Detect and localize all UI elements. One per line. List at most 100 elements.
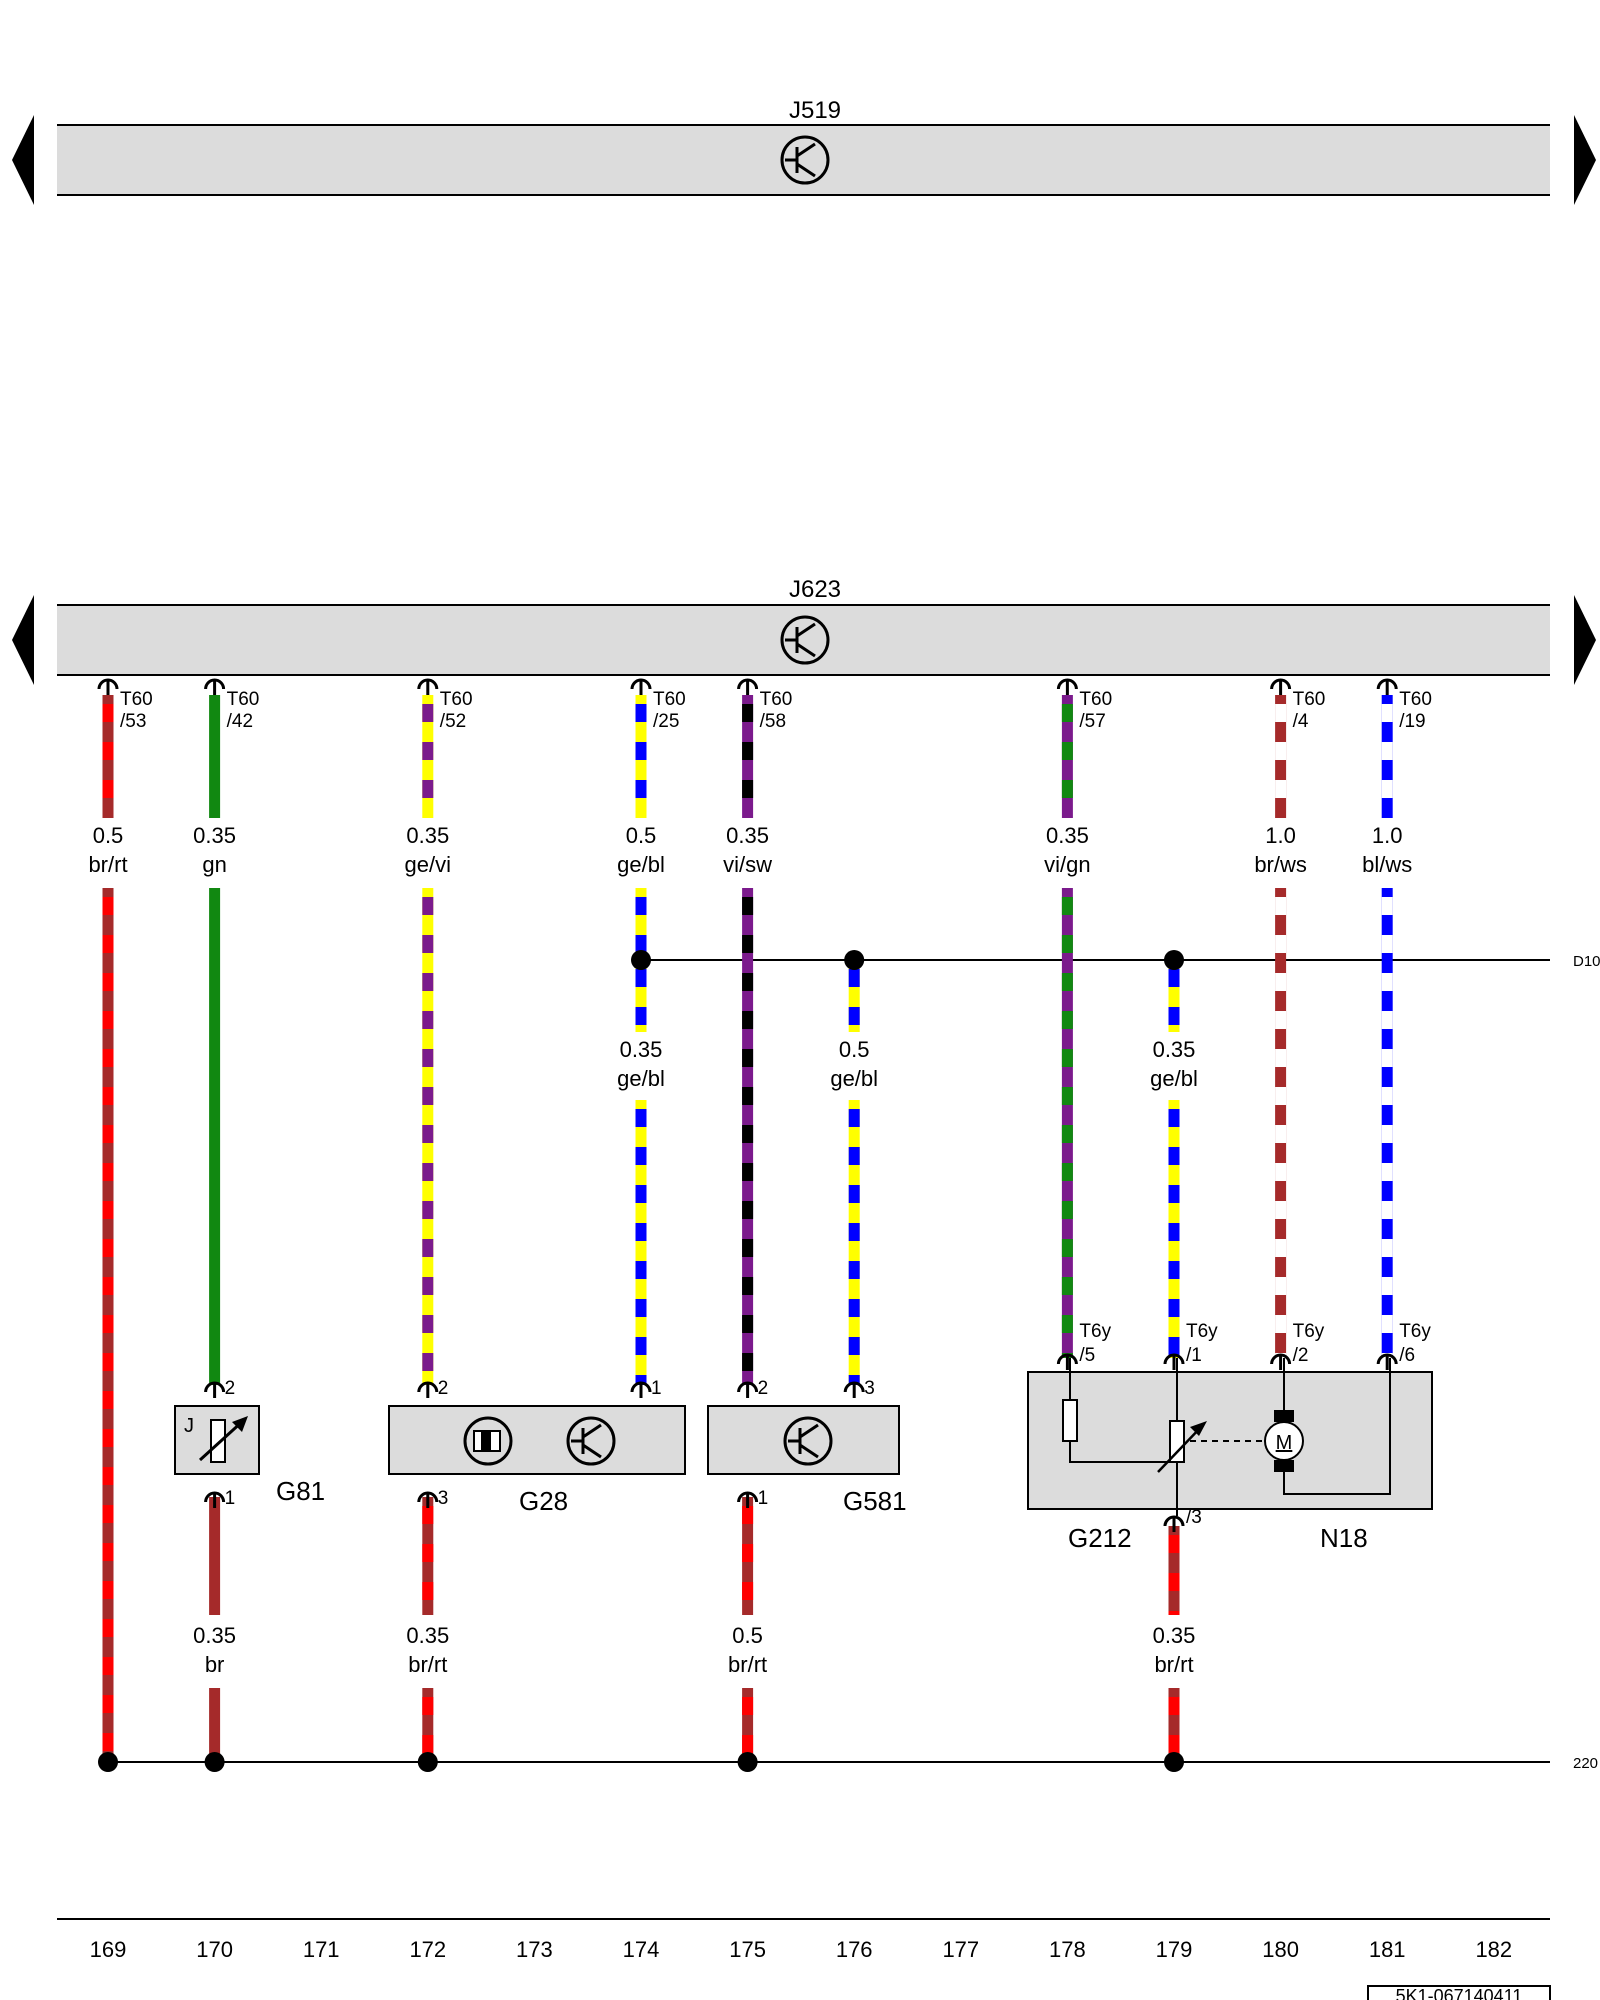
wire-size-label: 0.35 bbox=[726, 823, 769, 848]
ground-label-220: 220 bbox=[1573, 1755, 1598, 1772]
component-g581: G581 bbox=[707, 1405, 907, 1516]
connector-number: /4 bbox=[1293, 711, 1309, 732]
column-number: 175 bbox=[729, 1937, 766, 1962]
continuation-arrow-right bbox=[1574, 115, 1596, 205]
wire-color-label: br bbox=[205, 1652, 225, 1677]
wire-size-label: 0.35 bbox=[1153, 1037, 1196, 1062]
wire-size-label: 0.35 bbox=[193, 823, 236, 848]
transistor-symbol bbox=[566, 1416, 616, 1466]
wire-size-label: 1.0 bbox=[1265, 823, 1296, 848]
wire-color-label: ge/bl bbox=[830, 1066, 878, 1091]
wire-size-label: 0.5 bbox=[626, 823, 657, 848]
connector-number: /57 bbox=[1079, 711, 1105, 732]
hall-sensor-icon bbox=[463, 1416, 513, 1466]
t6y-number: /6 bbox=[1399, 1345, 1415, 1366]
junction-dot bbox=[844, 950, 865, 970]
wire-color-label: br/rt bbox=[728, 1652, 767, 1677]
wire-size-label: 0.35 bbox=[1153, 1623, 1196, 1648]
column-number: 182 bbox=[1475, 1937, 1512, 1962]
pin-label: 1 bbox=[225, 1488, 236, 1509]
column-number: 180 bbox=[1262, 1937, 1299, 1962]
transistor-symbol bbox=[780, 135, 830, 185]
connector-label: T60 bbox=[1079, 689, 1112, 710]
wire-size-label: 0.5 bbox=[93, 823, 124, 848]
connector-number: /58 bbox=[760, 711, 786, 732]
wire-color-label: br/ws bbox=[1254, 852, 1307, 877]
component-label-g81: G81 bbox=[276, 1476, 325, 1506]
wire-color-label: br/rt bbox=[408, 1652, 447, 1677]
junction-dot bbox=[98, 1752, 118, 1772]
module-j623: J623 bbox=[12, 576, 1596, 685]
wire-color-label: ge/bl bbox=[617, 1066, 665, 1091]
t6y-number: /3 bbox=[1186, 1507, 1202, 1528]
document-number: 5K1-067140411 bbox=[1367, 1985, 1551, 2000]
continuation-arrow-right bbox=[1574, 595, 1596, 685]
t6y-number: /2 bbox=[1293, 1345, 1309, 1366]
pin-label: 2 bbox=[758, 1378, 769, 1399]
connectors-layer: T60/53T60/42T60/52T60/25T60/58T60/57T60/… bbox=[97, 678, 1432, 1532]
t6y-label: T6y bbox=[1293, 1321, 1325, 1342]
pin-label: 1 bbox=[758, 1488, 769, 1509]
wire-color-label: bl/ws bbox=[1362, 852, 1412, 877]
connector-label: T60 bbox=[1293, 689, 1326, 710]
module-j519: J519 bbox=[12, 97, 1596, 205]
continuation-arrow-left bbox=[12, 115, 34, 205]
column-number: 170 bbox=[196, 1937, 233, 1962]
junction-dot bbox=[1164, 950, 1184, 970]
component-label-n18: N18 bbox=[1320, 1523, 1368, 1553]
pin-label: 2 bbox=[438, 1378, 449, 1399]
junction-dot bbox=[737, 1752, 758, 1772]
wire-size-label: 1.0 bbox=[1372, 823, 1403, 848]
wire-size-label: 0.35 bbox=[1046, 823, 1089, 848]
wire-color-label: ge/bl bbox=[1150, 1066, 1198, 1091]
connector-label: T60 bbox=[1399, 689, 1432, 710]
t6y-number: /5 bbox=[1079, 1345, 1095, 1366]
connector-label: T60 bbox=[760, 689, 793, 710]
wire-size-label: 0.35 bbox=[406, 823, 449, 848]
wire-color-label: gn bbox=[202, 852, 226, 877]
pin-label: 2 bbox=[225, 1378, 236, 1399]
document-number-text: 5K1-067140411 bbox=[1396, 1986, 1523, 2000]
connector-label: T60 bbox=[440, 689, 473, 710]
module-label-j623: J623 bbox=[789, 576, 841, 603]
column-number: 177 bbox=[942, 1937, 979, 1962]
junction-dot bbox=[204, 1752, 225, 1772]
connector-number: /42 bbox=[227, 711, 253, 732]
column-number: 169 bbox=[90, 1937, 127, 1962]
wire-color-label: br/rt bbox=[1154, 1652, 1193, 1677]
column-number: 171 bbox=[303, 1937, 340, 1962]
junctions-layer bbox=[98, 950, 1184, 1772]
wire-color-label: br/rt bbox=[88, 852, 127, 877]
t6y-label: T6y bbox=[1186, 1321, 1218, 1342]
junction-dot bbox=[631, 950, 651, 970]
wire-color-label: vi/gn bbox=[1044, 852, 1090, 877]
g81-mark: J bbox=[184, 1415, 194, 1437]
t6y-number: /1 bbox=[1186, 1345, 1202, 1366]
module-label-j519: J519 bbox=[789, 97, 841, 124]
column-number: 172 bbox=[409, 1937, 446, 1962]
t6y-label: T6y bbox=[1399, 1321, 1431, 1342]
component-label-g581: G581 bbox=[843, 1486, 907, 1516]
connector-number: /19 bbox=[1399, 711, 1425, 732]
column-number: 181 bbox=[1369, 1937, 1406, 1962]
wire-size-label: 0.35 bbox=[193, 1623, 236, 1648]
column-number: 178 bbox=[1049, 1937, 1086, 1962]
wire-size-label: 0.5 bbox=[732, 1623, 763, 1648]
motor-label: M bbox=[1276, 1432, 1293, 1454]
connector-number: /25 bbox=[653, 711, 679, 732]
transistor-symbol bbox=[780, 615, 830, 665]
column-number: 174 bbox=[623, 1937, 660, 1962]
wire-color-label: ge/vi bbox=[405, 852, 451, 877]
pin-label: 3 bbox=[438, 1488, 449, 1509]
wire-size-label: 0.35 bbox=[406, 1623, 449, 1648]
connector-number: /52 bbox=[440, 711, 466, 732]
continuation-arrow-left bbox=[12, 595, 34, 685]
pin-label: 3 bbox=[864, 1378, 875, 1399]
column-number: 173 bbox=[516, 1937, 553, 1962]
t6y-label: T6y bbox=[1079, 1321, 1111, 1342]
component-label-g212: G212 bbox=[1068, 1523, 1132, 1553]
connector-label: T60 bbox=[120, 689, 153, 710]
transistor-symbol bbox=[783, 1416, 833, 1466]
